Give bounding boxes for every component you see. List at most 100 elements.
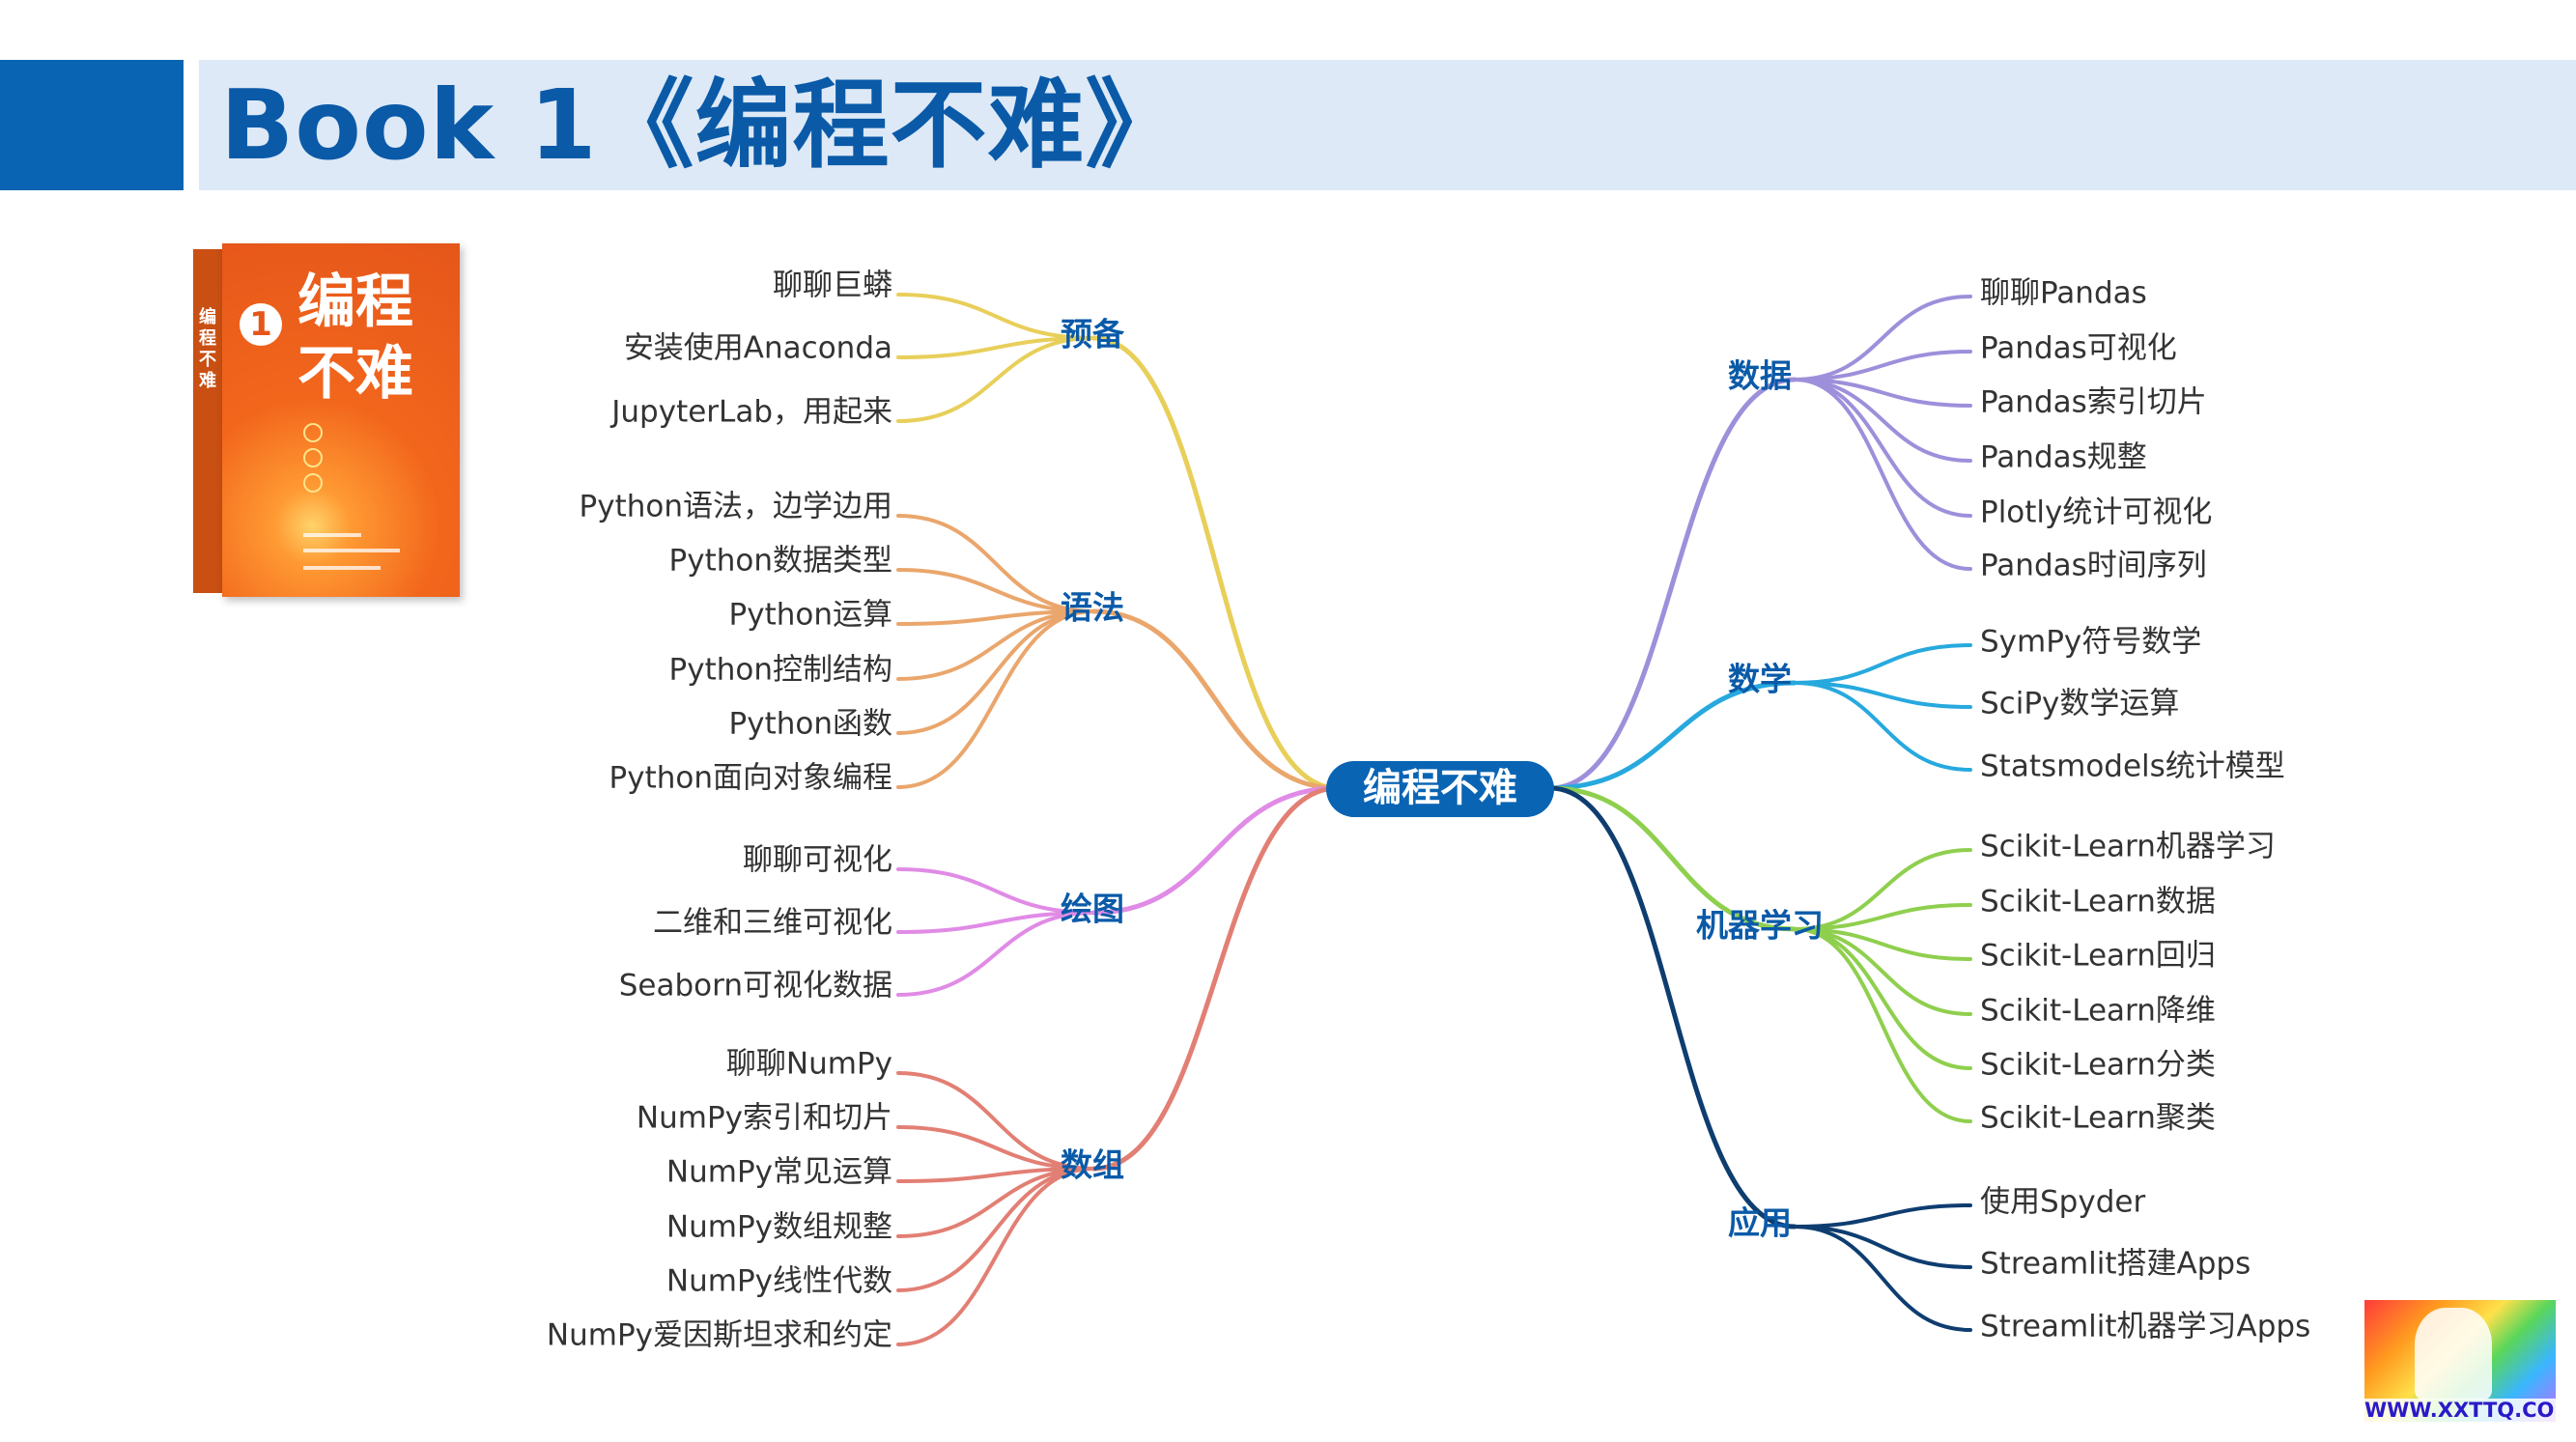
- leaf-connector: [1793, 903, 1972, 931]
- leaf-connector: [1793, 295, 1972, 382]
- branch-topic: 数据: [1728, 357, 1792, 395]
- leaf-topic: NumPy爱因斯坦求和约定: [547, 1318, 892, 1353]
- leaf-topic: JupyterLab，用起来: [609, 395, 892, 430]
- branch-connector: [1547, 377, 1798, 791]
- book-subtitle-line: [303, 549, 400, 552]
- leaf-topic: NumPy索引和切片: [637, 1101, 892, 1136]
- leaf-connector: [896, 1125, 1095, 1171]
- leaf-topic: 聊聊巨蟒: [773, 269, 892, 303]
- branch-connector: [1547, 680, 1798, 791]
- leaf-topic: Pandas规整: [1980, 440, 2147, 475]
- leaf-topic: Python函数: [729, 707, 892, 742]
- book-number-badge: 1: [240, 303, 282, 346]
- book-author-line: [303, 533, 361, 537]
- leaf-topic: Scikit-Learn分类: [1980, 1048, 2216, 1083]
- leaf-topic: 聊聊可视化: [743, 843, 892, 878]
- leaf-topic: Pandas索引切片: [1980, 385, 2207, 420]
- book-spine: 编程不难: [193, 249, 222, 593]
- branch-topic: 预备: [1061, 316, 1125, 353]
- iris-flower-icon: [2415, 1308, 2492, 1400]
- leaf-topic: 二维和三维可视化: [653, 906, 892, 941]
- leaf-connector: [896, 609, 1095, 681]
- leaf-connector: [896, 911, 1095, 934]
- leaf-topic: 安装使用Anaconda: [624, 331, 892, 366]
- leaf-connector: [1793, 927, 1972, 1070]
- leaf-topic: Scikit-Learn数据: [1980, 885, 2216, 919]
- leaf-connector: [1793, 1225, 1972, 1269]
- leaf-connector: [896, 293, 1095, 340]
- leaf-connector: [896, 1071, 1095, 1171]
- leaf-topic: Statsmodels统计模型: [1980, 749, 2285, 784]
- branch-topic: 数学: [1728, 661, 1792, 698]
- leaf-topic: Scikit-Learn回归: [1980, 939, 2216, 974]
- branch-connector: [1090, 785, 1341, 916]
- leaf-connector: [1793, 927, 1972, 1123]
- leaf-topic: SymPy符号数学: [1980, 625, 2201, 660]
- leaf-connector: [1793, 681, 1972, 709]
- branch-connector: [1090, 785, 1341, 1172]
- branch-topic: 绘图: [1061, 891, 1124, 928]
- leaf-topic: SciPy数学运算: [1980, 687, 2179, 721]
- leaf-topic: Python数据类型: [669, 544, 892, 579]
- leaf-connector: [896, 609, 1095, 626]
- branch-topic: 数组: [1061, 1146, 1124, 1184]
- leaf-connector: [1793, 378, 1972, 518]
- branch-topic: 语法: [1061, 589, 1124, 627]
- logo-text: WWW.XXTTQ.COM: [2364, 1399, 2556, 1422]
- leaf-connector: [896, 1167, 1095, 1183]
- leaf-connector: [1793, 927, 1972, 961]
- leaf-connector: [896, 336, 1095, 423]
- book-badge-icon: [303, 423, 323, 442]
- leaf-connector: [1793, 1203, 1972, 1229]
- center-topic: 编程不难: [1363, 766, 1517, 810]
- leaf-topic: Scikit-Learn聚类: [1980, 1101, 2216, 1136]
- book-badge-icon: [303, 473, 323, 493]
- page-title: Book 1《编程不难》: [220, 69, 1183, 182]
- branch-connector: [1547, 785, 1798, 1230]
- branch-topic: 应用: [1728, 1204, 1792, 1242]
- leaf-topic: Pandas时间序列: [1980, 549, 2207, 583]
- leaf-topic: Python面向对象编程: [609, 761, 892, 796]
- leaf-topic: Streamlit搭建Apps: [1980, 1247, 2250, 1282]
- leaf-topic: Scikit-Learn机器学习: [1980, 830, 2276, 864]
- leaf-topic: NumPy数组规整: [666, 1210, 892, 1245]
- leaf-topic: NumPy常见运算: [666, 1155, 892, 1190]
- leaf-connector: [896, 1167, 1095, 1292]
- leaf-topic: Python运算: [729, 598, 892, 633]
- leaf-topic: Seaborn可视化数据: [619, 969, 892, 1004]
- leaf-connector: [896, 568, 1095, 613]
- leaf-topic: 聊聊NumPy: [726, 1047, 892, 1082]
- leaf-topic: Pandas可视化: [1980, 331, 2177, 366]
- book-spine-title: 编程不难: [199, 307, 216, 391]
- book-front: 1 编程 不难: [222, 243, 460, 597]
- leaf-connector: [1793, 378, 1972, 408]
- book-title-line-1: 编程: [297, 269, 413, 336]
- header-band: [199, 60, 2576, 190]
- leaf-connector: [1793, 1225, 1972, 1332]
- leaf-topic: Python控制结构: [669, 653, 892, 688]
- book-badge-icon: [303, 448, 323, 467]
- leaf-connector: [1793, 350, 1972, 382]
- leaf-connector: [896, 867, 1095, 915]
- leaf-connector: [896, 514, 1095, 613]
- leaf-connector: [896, 1167, 1095, 1238]
- leaf-topic: Scikit-Learn降维: [1980, 994, 2216, 1029]
- site-logo: WWW.XXTTQ.COM: [2364, 1300, 2556, 1422]
- leaf-topic: Python语法，边学边用: [580, 490, 892, 524]
- leaf-connector: [1793, 643, 1972, 685]
- leaf-connector: [1793, 681, 1972, 772]
- leaf-connector: [896, 1167, 1095, 1346]
- branch-topic: 机器学习: [1696, 907, 1824, 945]
- book-cover-image: 编程不难 1 编程 不难: [193, 243, 460, 597]
- book-cover-title: 编程 不难: [297, 267, 452, 410]
- center-node: [1326, 761, 1554, 817]
- book-title-line-2: 不难: [297, 340, 413, 408]
- leaf-topic: 使用Spyder: [1980, 1185, 2145, 1220]
- leaf-connector: [1793, 378, 1972, 463]
- book-publisher-line: [303, 566, 381, 570]
- leaf-connector: [896, 609, 1095, 735]
- branch-connector: [1547, 785, 1798, 932]
- leaf-topic: Plotly统计可视化: [1980, 495, 2212, 530]
- leaf-connector: [1793, 848, 1972, 931]
